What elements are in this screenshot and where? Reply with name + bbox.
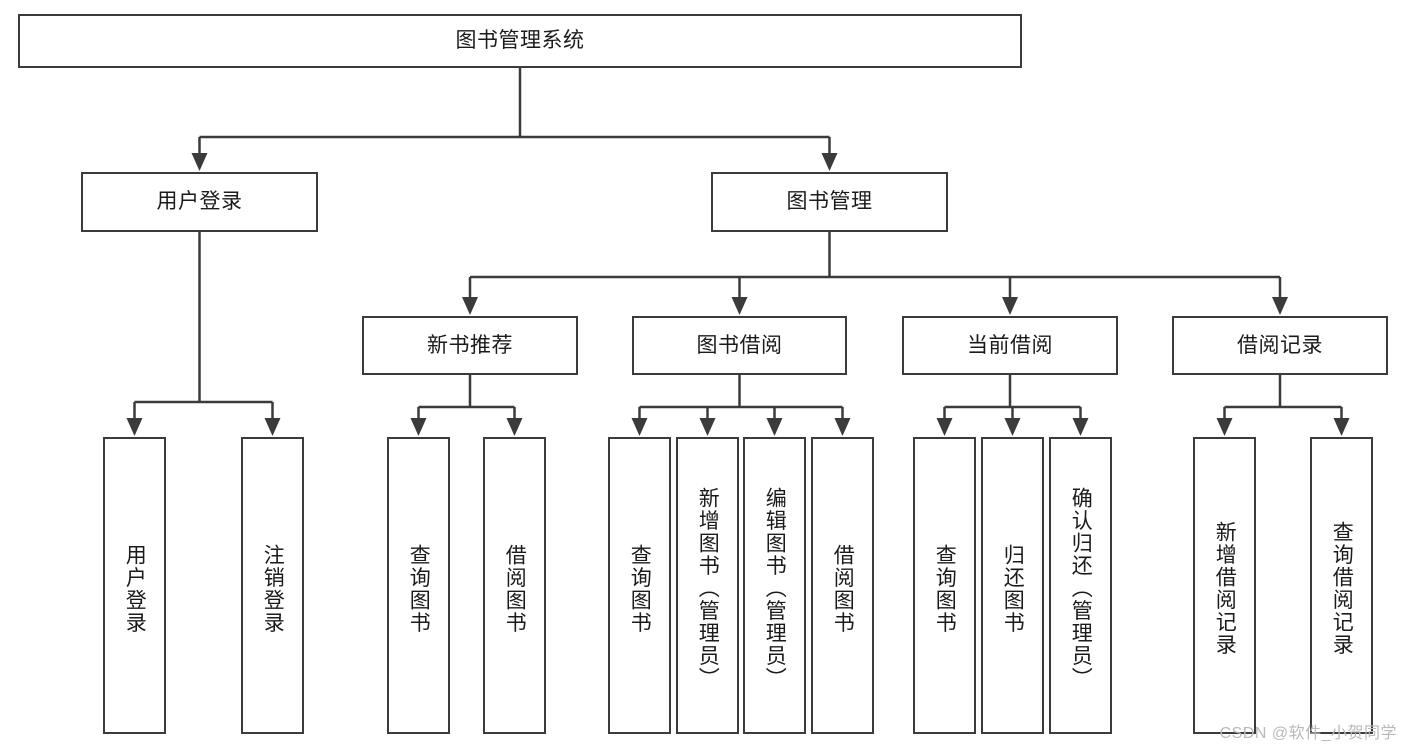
arrow-head-icon	[1072, 418, 1089, 436]
leaf-leaf-logout[interactable]: 注销登录	[241, 437, 304, 734]
node-current-borrow[interactable]: 当前借阅	[902, 316, 1118, 375]
leaf-leaf-query-record-label: 查询借阅记录	[1330, 521, 1354, 656]
arrow-head-icon	[462, 297, 478, 315]
leaf-leaf-borrow-book-2[interactable]: 借阅图书	[811, 437, 874, 734]
arrow-head-icon	[1002, 297, 1018, 315]
node-user-login-label: 用户登录	[156, 190, 243, 214]
arrow-head-icon	[699, 418, 716, 436]
leaf-leaf-return-book-label: 归还图书	[1001, 543, 1025, 634]
leaf-leaf-borrow-book-1[interactable]: 借阅图书	[483, 437, 546, 734]
arrow-head-icon	[834, 418, 851, 436]
arrow-head-icon	[126, 418, 143, 436]
leaf-leaf-confirm-return-label: 确认归还（管理员）	[1069, 487, 1093, 690]
arrow-head-icon	[264, 418, 281, 436]
leaf-leaf-query-book-3[interactable]: 查询图书	[913, 437, 976, 734]
node-book-management[interactable]: 图书管理	[711, 172, 948, 232]
arrow-head-icon	[821, 153, 838, 171]
leaf-leaf-edit-book-label: 编辑图书（管理员）	[763, 487, 787, 690]
arrow-head-icon	[731, 297, 748, 315]
node-root[interactable]: 图书管理系统	[18, 14, 1022, 68]
leaf-leaf-edit-book[interactable]: 编辑图书（管理员）	[743, 437, 806, 734]
leaf-leaf-add-record[interactable]: 新增借阅记录	[1193, 437, 1256, 734]
arrow-head-icon	[1333, 418, 1350, 436]
node-book-borrow[interactable]: 图书借阅	[632, 316, 847, 375]
node-borrow-records-label: 借阅记录	[1237, 333, 1323, 357]
watermark: CSDN @软件_小贺同学	[1219, 725, 1397, 742]
leaf-leaf-borrow-book-2-label: 借阅图书	[831, 543, 855, 634]
leaf-leaf-borrow-book-1-label: 借阅图书	[503, 543, 527, 634]
node-new-book-recommend[interactable]: 新书推荐	[362, 316, 578, 375]
leaf-leaf-user-login[interactable]: 用户登录	[103, 437, 166, 734]
arrow-head-icon	[631, 418, 648, 436]
leaf-leaf-confirm-return[interactable]: 确认归还（管理员）	[1049, 437, 1112, 734]
node-book-borrow-label: 图书借阅	[696, 333, 783, 357]
leaf-leaf-query-book-1[interactable]: 查询图书	[387, 437, 450, 734]
node-current-borrow-label: 当前借阅	[967, 333, 1053, 357]
leaf-leaf-query-book-2-label: 查询图书	[628, 543, 652, 634]
node-borrow-records[interactable]: 借阅记录	[1172, 316, 1388, 375]
leaf-leaf-logout-label: 注销登录	[261, 543, 285, 634]
arrow-head-icon	[1216, 418, 1233, 436]
arrow-head-icon	[936, 418, 953, 436]
node-book-management-label: 图书管理	[786, 190, 873, 214]
arrow-head-icon	[766, 418, 783, 436]
leaf-leaf-query-book-1-label: 查询图书	[407, 543, 431, 634]
node-user-login[interactable]: 用户登录	[81, 172, 318, 232]
leaf-leaf-query-book-3-label: 查询图书	[933, 543, 957, 634]
node-new-book-recommend-label: 新书推荐	[427, 333, 513, 357]
node-root-label: 图书管理系统	[455, 29, 585, 53]
leaf-leaf-add-record-label: 新增借阅记录	[1213, 521, 1237, 656]
leaf-leaf-query-book-2[interactable]: 查询图书	[608, 437, 671, 734]
leaf-leaf-add-book-label: 新增图书（管理员）	[696, 487, 720, 690]
arrow-head-icon	[1004, 418, 1021, 436]
leaf-leaf-user-login-label: 用户登录	[123, 543, 147, 634]
leaf-leaf-return-book[interactable]: 归还图书	[981, 437, 1044, 734]
leaf-leaf-query-record[interactable]: 查询借阅记录	[1310, 437, 1373, 734]
arrow-head-icon	[1272, 297, 1288, 315]
arrow-head-icon	[506, 418, 523, 436]
arrow-head-icon	[191, 153, 208, 171]
arrow-head-icon	[410, 418, 427, 436]
leaf-leaf-add-book[interactable]: 新增图书（管理员）	[676, 437, 739, 734]
